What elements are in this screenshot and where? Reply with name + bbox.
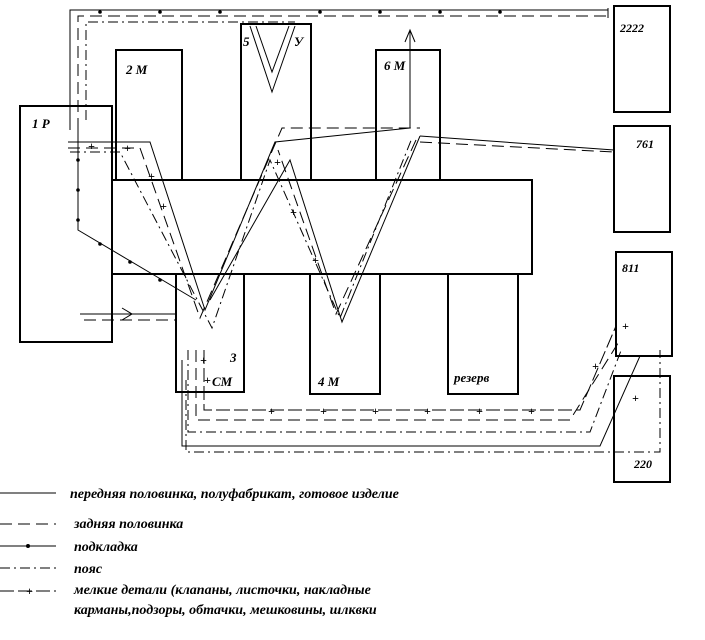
- svg-text:+: +: [160, 199, 167, 213]
- station-1-box: [19, 105, 113, 343]
- station-6-label: 6 М: [384, 58, 406, 73]
- output-to-761: [419, 135, 615, 151]
- svg-text:+: +: [148, 169, 155, 183]
- reserve-box: [447, 273, 519, 395]
- svg-text:+: +: [290, 205, 297, 219]
- svg-text:+: +: [476, 404, 483, 418]
- svg-text:+: +: [320, 404, 327, 418]
- legend-back-text: задняя половинка: [73, 517, 183, 532]
- station-5-u-label: У: [294, 34, 305, 49]
- box-761: [613, 125, 671, 233]
- box-2222-label: 2222: [619, 21, 644, 35]
- station-5-box: [240, 23, 312, 181]
- svg-text:+: +: [622, 319, 629, 333]
- box-220-label: 220: [633, 457, 652, 471]
- svg-text:+: +: [200, 353, 207, 367]
- top-return-line: [69, 9, 608, 130]
- legend-small-parts-text-1: мелкие детали (клапаны, листочки, наклад…: [73, 583, 371, 598]
- svg-text:+: +: [312, 253, 319, 267]
- back-flow-line: [68, 127, 420, 320]
- legend-belt-text: пояс: [74, 562, 103, 577]
- station-1-label: 1 Р: [32, 116, 51, 131]
- svg-text:+: +: [204, 373, 211, 387]
- svg-text:+: +: [88, 139, 95, 153]
- svg-text:+: +: [268, 404, 275, 418]
- box-811: [615, 251, 673, 357]
- station-5-v-shape: [249, 25, 296, 94]
- legend-lining-text: подкладка: [74, 540, 138, 555]
- station-2-label: 2 М: [125, 62, 148, 77]
- svg-text:+: +: [274, 155, 281, 169]
- svg-text:+: +: [528, 404, 535, 418]
- lining-flow-line: [77, 130, 197, 301]
- station-4-label: 4 М: [317, 374, 340, 389]
- box-811-label: 811: [622, 261, 639, 275]
- svg-text:+: +: [124, 141, 131, 155]
- station-2-box: [115, 49, 183, 181]
- box-2222: [613, 5, 671, 113]
- svg-text:+: +: [424, 404, 431, 418]
- box-761-label: 761: [636, 137, 654, 151]
- station-3-cm-label: СМ: [212, 374, 233, 389]
- svg-text:+: +: [632, 391, 639, 405]
- station-3-label: 3: [229, 350, 237, 365]
- svg-text:+: +: [372, 404, 379, 418]
- legend: передняя половинка, полуфабрикат, готово…: [0, 487, 399, 618]
- svg-text:+: +: [26, 584, 33, 598]
- belt-flow-line: [70, 137, 413, 330]
- legend-small-parts-text-2: карманы,подзоры, обтачки, мешковины, шлк…: [74, 603, 377, 618]
- small-parts-flow-line: [203, 325, 617, 411]
- station-3-box: [175, 273, 245, 393]
- station-5-label: 5: [243, 34, 250, 49]
- legend-front-text: передняя половинка, полуфабрикат, готово…: [70, 487, 399, 502]
- svg-text:+: +: [592, 359, 599, 373]
- front-flow-line: [68, 127, 411, 312]
- reserve-label: резерв: [453, 370, 489, 385]
